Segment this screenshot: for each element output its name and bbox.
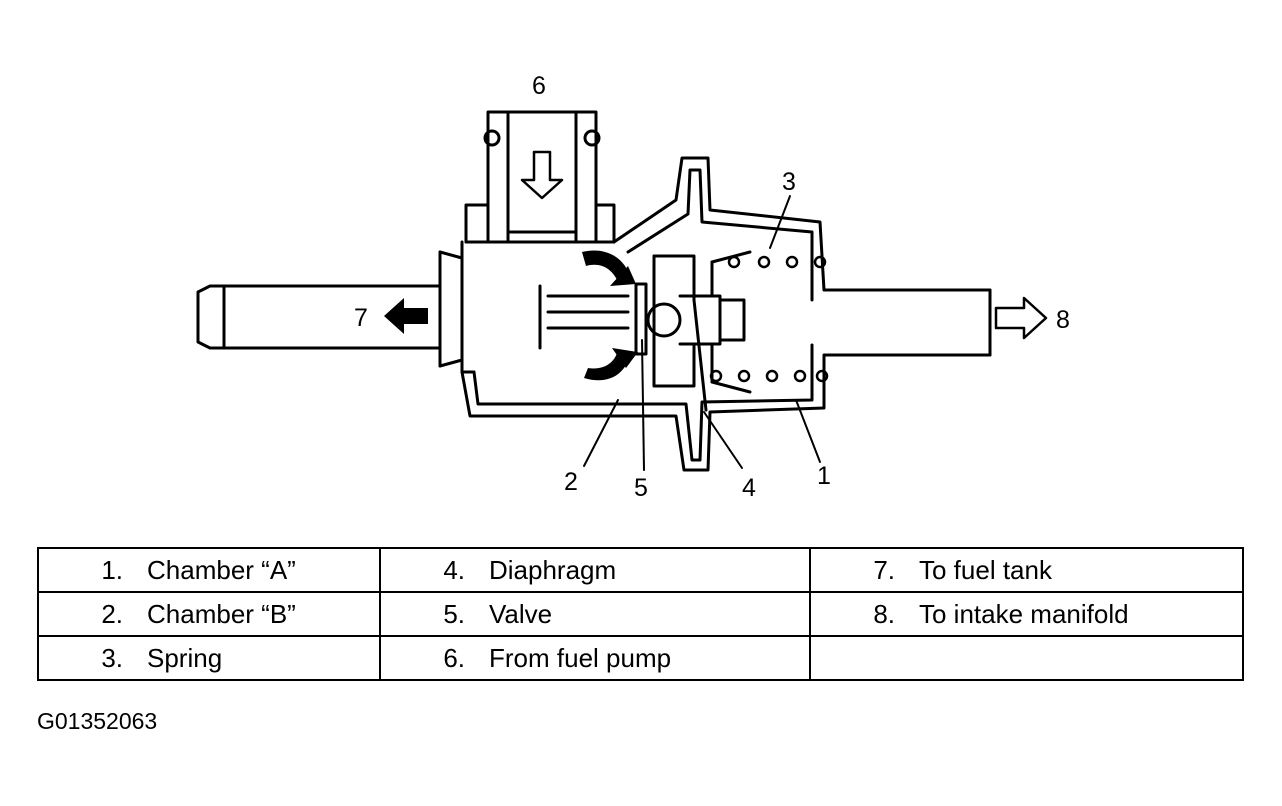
legend-number: 4. bbox=[443, 554, 465, 585]
legend-cell: 7. To fuel tank bbox=[809, 547, 1244, 593]
legend-cell: 3. Spring bbox=[37, 635, 381, 681]
legend-number: 2. bbox=[101, 598, 123, 629]
legend-label: Valve bbox=[489, 598, 553, 629]
legend-label: Spring bbox=[147, 642, 223, 673]
legend-label: To intake manifold bbox=[919, 598, 1129, 629]
valve-assembly bbox=[634, 250, 752, 412]
legend-table: 1. Chamber “A” 4. Diaphragm 7. To fuel tank… bbox=[37, 547, 1244, 681]
callout-5: 5 bbox=[634, 474, 648, 502]
regulator-housing bbox=[460, 156, 992, 472]
legend-label: To fuel tank bbox=[919, 554, 1052, 585]
legend-number: 5. bbox=[443, 598, 465, 629]
callout-4: 4 bbox=[742, 474, 756, 502]
legend-row: 1. Chamber “A” 4. Diaphragm 7. To fuel tank bbox=[37, 547, 1244, 593]
callout-6: 6 bbox=[532, 72, 546, 100]
legend-cell: 1. Chamber “A” bbox=[37, 547, 381, 593]
return-flow-arrow bbox=[384, 298, 428, 334]
callout-2: 2 bbox=[564, 468, 578, 496]
callout-8: 8 bbox=[1056, 306, 1070, 334]
legend-cell: 4. Diaphragm bbox=[379, 547, 811, 593]
legend-cell bbox=[809, 635, 1244, 681]
upper-flow-arrowhead bbox=[610, 266, 636, 286]
legend-cell: 5. Valve bbox=[379, 591, 811, 637]
figure-code: G01352063 bbox=[37, 708, 158, 734]
legend-label: Chamber “A” bbox=[147, 554, 296, 585]
legend-cell: 8. To intake manifold bbox=[809, 591, 1244, 637]
return-pipe bbox=[196, 250, 630, 368]
legend-number: 3. bbox=[101, 642, 123, 673]
callout-1: 1 bbox=[817, 462, 831, 490]
lower-flow-arrow bbox=[584, 350, 630, 381]
legend-number: 6. bbox=[443, 642, 465, 673]
leader-lines bbox=[583, 195, 821, 471]
legend-number: 8. bbox=[873, 598, 895, 629]
legend-number: 1. bbox=[101, 554, 123, 585]
legend-label: From fuel pump bbox=[489, 642, 672, 673]
intake-arrow bbox=[994, 296, 1048, 340]
upper-flow-arrow bbox=[582, 250, 630, 282]
fuel-pressure-regulator-diagram: 6 3 7 8 2 5 4 1 bbox=[196, 72, 1070, 502]
legend-row: 3. Spring 6. From fuel pump bbox=[37, 635, 1244, 681]
legend-label: Diaphragm bbox=[489, 554, 617, 585]
legend-cell: 6. From fuel pump bbox=[379, 635, 811, 681]
inlet-arrow bbox=[520, 150, 564, 200]
callout-7: 7 bbox=[354, 304, 368, 332]
inlet-fitting bbox=[464, 110, 616, 244]
legend-row: 2. Chamber “B” 5. Valve 8. To intake manifo… bbox=[37, 591, 1244, 637]
lower-flow-arrowhead bbox=[612, 348, 638, 368]
legend-label: Chamber “B” bbox=[147, 598, 296, 629]
callout-3: 3 bbox=[782, 168, 796, 196]
legend-number: 7. bbox=[873, 554, 895, 585]
legend-cell: 2. Chamber “B” bbox=[37, 591, 381, 637]
spring bbox=[709, 255, 829, 383]
